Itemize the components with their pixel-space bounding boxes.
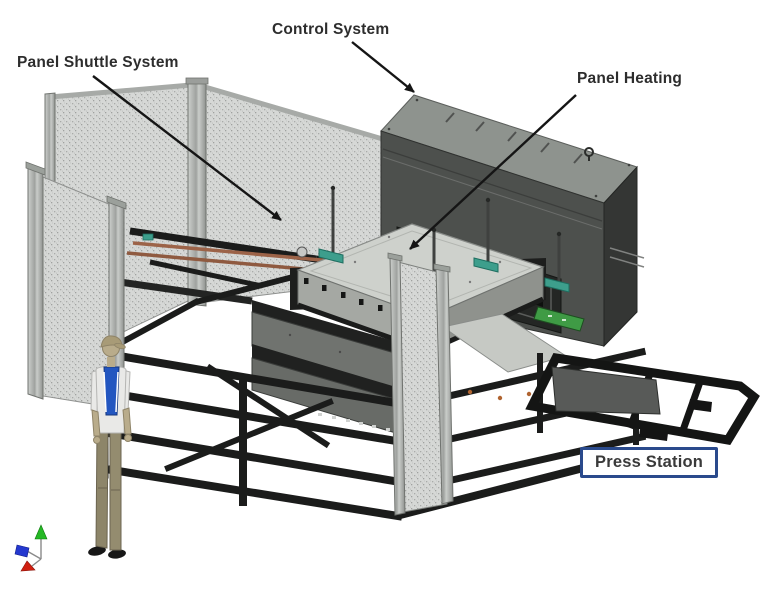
origin-triad-icon xyxy=(14,524,48,572)
label-panel-shuttle-system: Panel Shuttle System xyxy=(17,54,179,71)
label-control-system: Control System xyxy=(272,21,390,38)
label-panel-heating: Panel Heating xyxy=(577,70,683,87)
safety-fence-front-left xyxy=(25,161,127,414)
panel-heating-arrow xyxy=(409,94,577,250)
shelf-panels xyxy=(251,300,568,443)
outfeed-panel-plate xyxy=(551,366,661,415)
safety-fence-front-center xyxy=(387,252,454,516)
control-system-arrow xyxy=(351,41,415,93)
label-press-station: Press Station xyxy=(580,447,719,478)
conveyor-dash-row xyxy=(318,413,390,431)
outfeed-table xyxy=(467,353,760,445)
annotation-arrows xyxy=(92,41,577,250)
operator-mannequin xyxy=(88,335,132,559)
pcb-strip xyxy=(533,306,585,332)
panel-shuttle-arrow xyxy=(92,75,282,221)
